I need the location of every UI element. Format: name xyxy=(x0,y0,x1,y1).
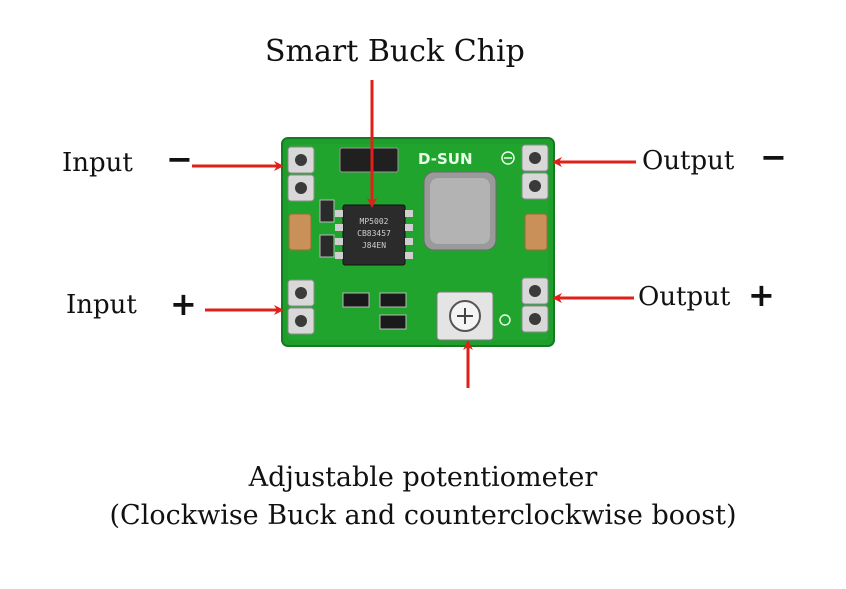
board-brand: D-SUN xyxy=(418,150,473,168)
output-minus-sign: − xyxy=(760,138,787,176)
inductor xyxy=(423,171,497,251)
smart-buck-chip: MP5002 CB83457 J84EN xyxy=(335,204,413,266)
input-minus-sign: − xyxy=(166,140,193,178)
diode xyxy=(339,147,399,173)
caption-line-2: (Clockwise Buck and counterclockwise boo… xyxy=(109,500,737,531)
potentiometer xyxy=(436,291,494,341)
input-minus-pads xyxy=(287,146,315,202)
caption-line-1: Adjustable potentiometer xyxy=(248,462,598,493)
output-minus-label: Output xyxy=(642,146,735,176)
output-plus-label: Output xyxy=(638,282,731,312)
chip-marking-1: MP5002 xyxy=(360,217,389,226)
input-plus-sign: + xyxy=(170,285,197,323)
output-plus-sign: + xyxy=(748,276,775,314)
input-capacitor xyxy=(288,213,312,251)
output-capacitor xyxy=(524,213,548,251)
input-minus-label: Input xyxy=(62,148,133,178)
output-minus-pads xyxy=(521,144,549,200)
input-plus-pads xyxy=(287,279,315,335)
input-plus-label: Input xyxy=(66,290,137,320)
diagram-title: Smart Buck Chip xyxy=(265,34,525,69)
chip-marking-2: CB83457 xyxy=(357,229,391,238)
output-plus-pads xyxy=(521,277,549,333)
chip-marking-3: J84EN xyxy=(362,241,386,250)
